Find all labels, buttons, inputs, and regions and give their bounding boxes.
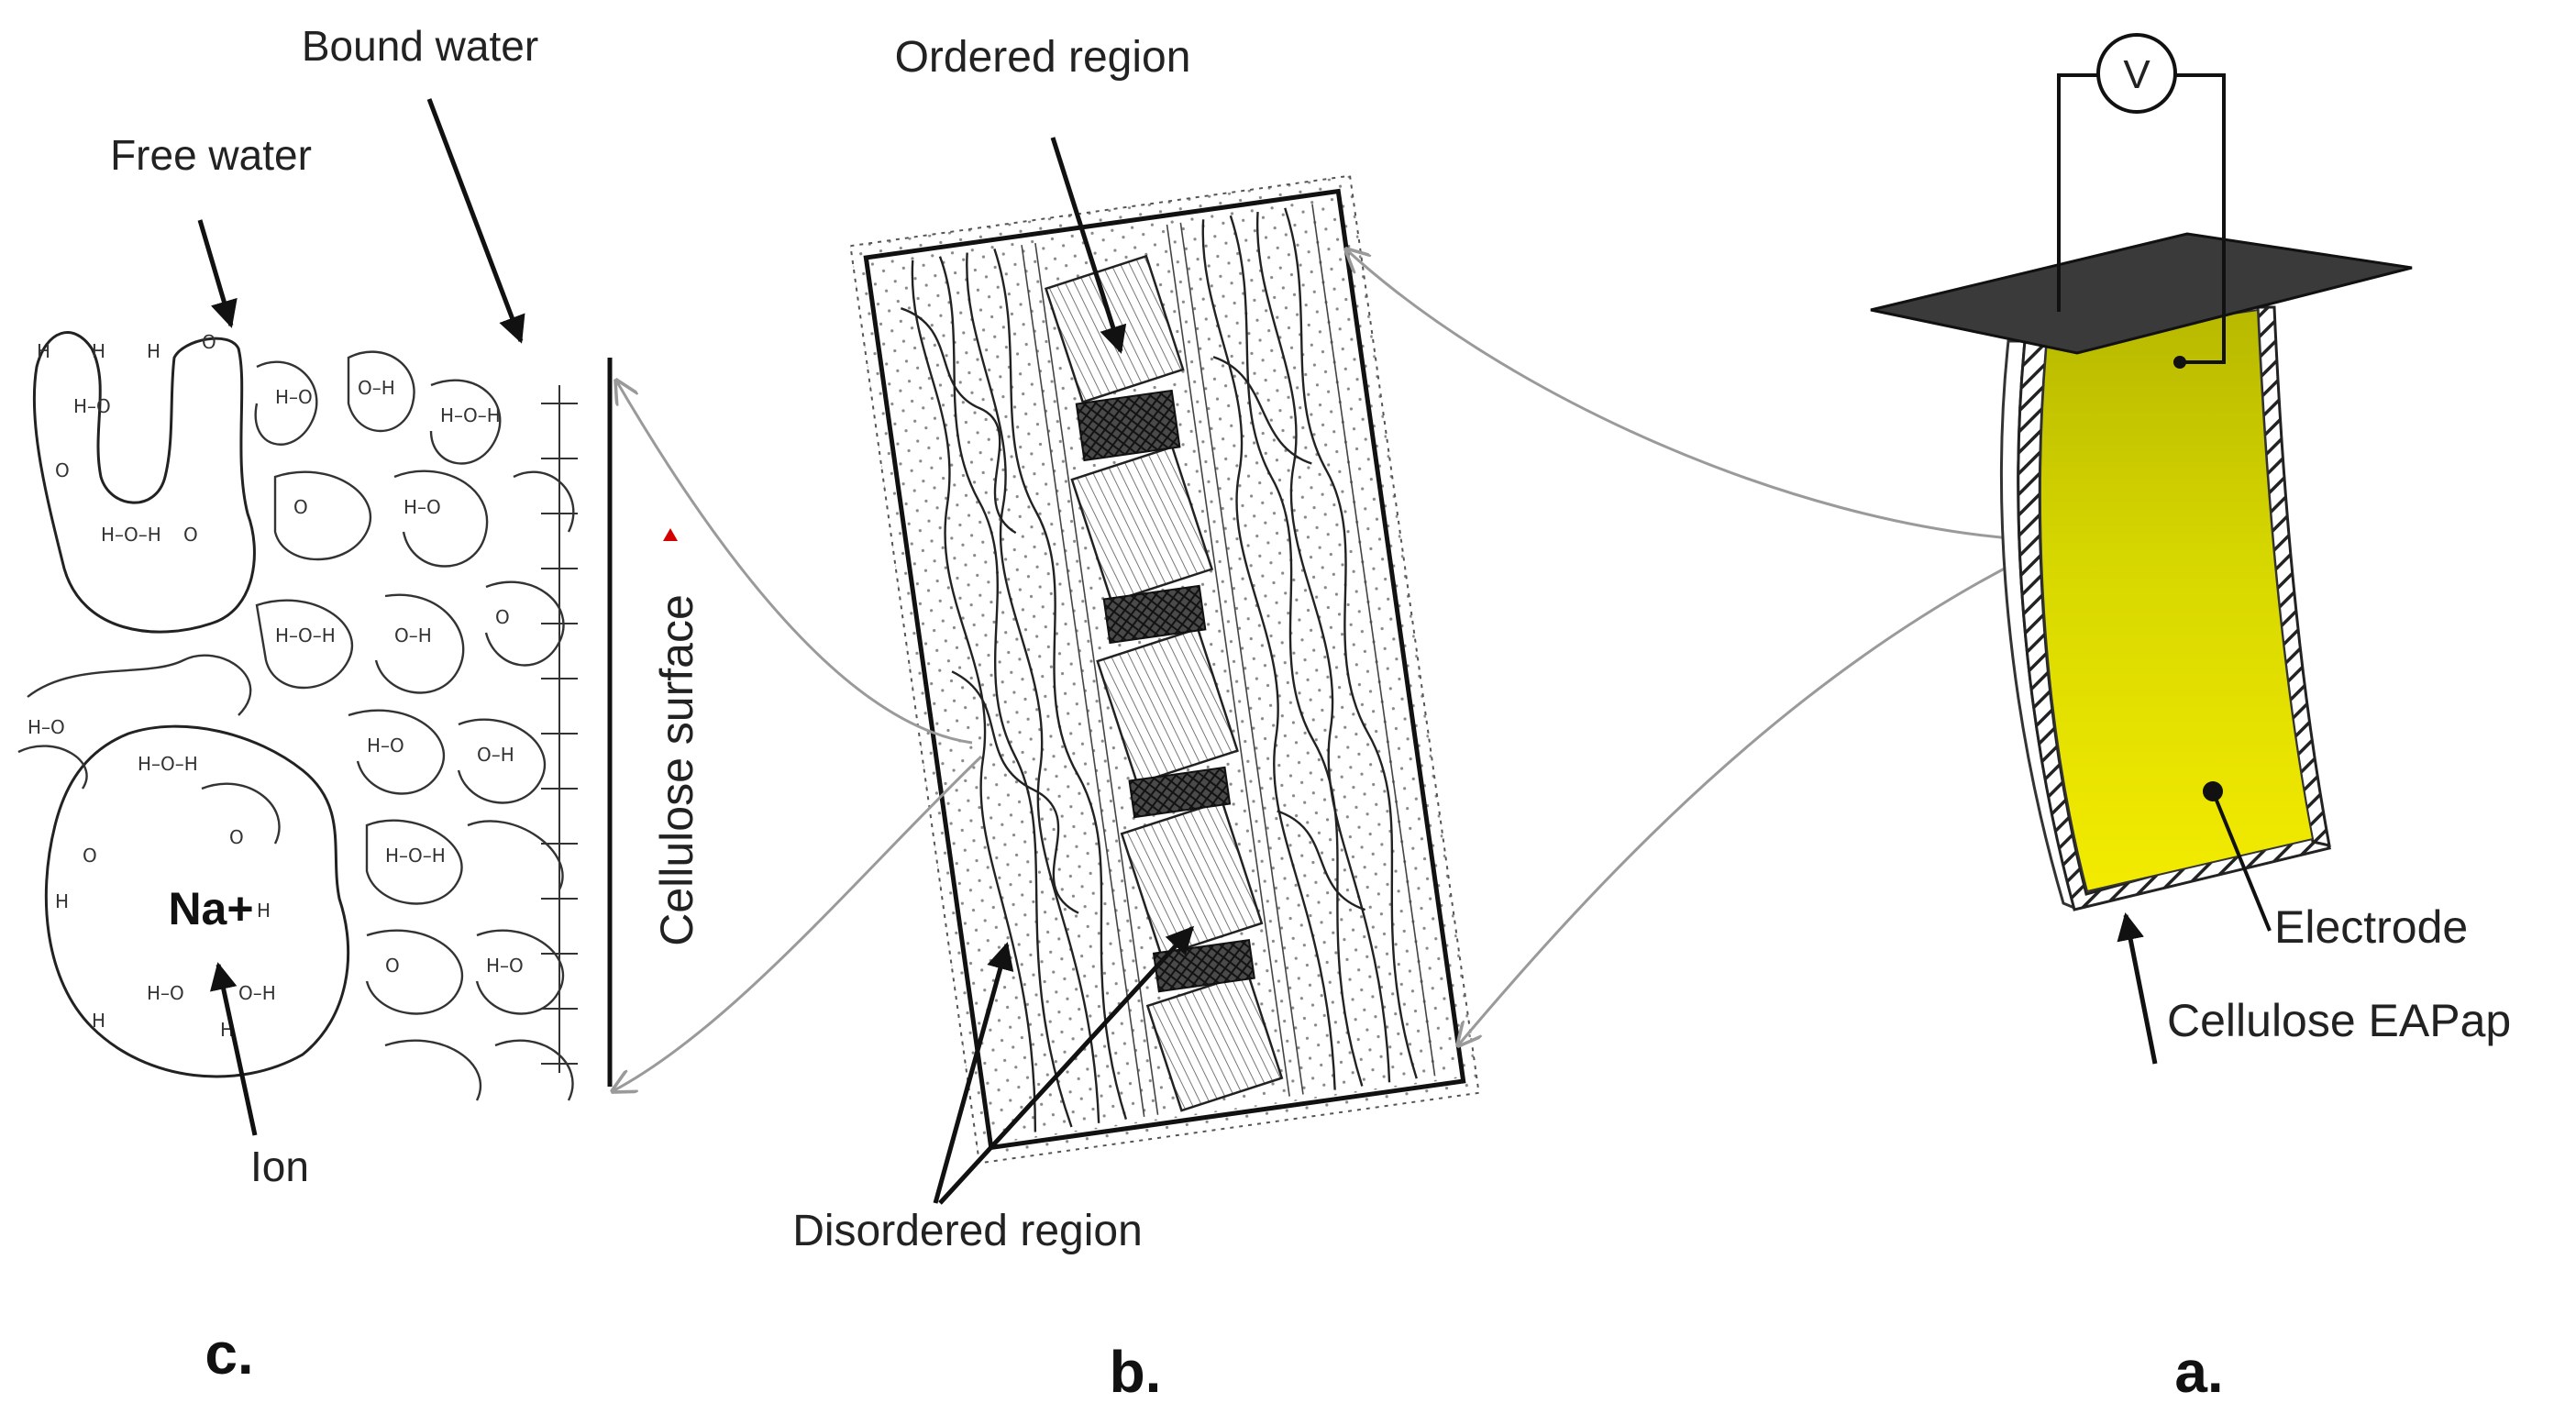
eapap-paper (2039, 308, 2315, 893)
svg-text:H–O–H: H–O–H (138, 753, 198, 775)
callout-arrow-b-to-c-bottom (613, 755, 983, 1091)
panel-b-letter: b. (1110, 1339, 1162, 1405)
svg-text:H–O–H: H–O–H (440, 404, 501, 426)
disordered-segment (1102, 584, 1207, 645)
svg-text:O: O (229, 826, 244, 848)
panel-b: Ordered region Disordered region b. (792, 33, 1480, 1405)
svg-text:H–O: H–O (28, 716, 65, 738)
disordered-region-pointer (933, 942, 1014, 1204)
ordered-blocks (1044, 254, 1284, 1112)
svg-text:H: H (257, 900, 271, 922)
svg-text:O: O (83, 845, 97, 867)
svg-text:H–O–H: H–O–H (385, 845, 446, 867)
eapap-pointer (2117, 912, 2158, 1065)
svg-text:O: O (183, 524, 198, 546)
electrode-leader (2211, 790, 2272, 932)
panel-a-letter: a. (2174, 1339, 2223, 1405)
svg-text:O–H: O–H (394, 624, 432, 646)
ordered-region-label: Ordered region (895, 33, 1191, 82)
ordered-region-pointer (1050, 137, 1127, 354)
panel-c: H H H O H–O O H–O–H O H–O O–H H–O–H O H–… (17, 22, 702, 1386)
svg-text:H–O: H–O (275, 386, 313, 408)
bound-water-contours (17, 350, 575, 1101)
callout-arrows (613, 249, 2023, 1091)
free-water-cluster (32, 331, 256, 634)
ordered-block (1096, 626, 1239, 785)
svg-text:H–O: H–O (147, 982, 184, 1004)
svg-text:H: H (147, 340, 160, 362)
svg-text:H–O: H–O (404, 496, 441, 518)
aligned-chains (1021, 204, 1436, 1117)
svg-text:O: O (495, 606, 510, 628)
free-water-pointer (197, 219, 238, 328)
svg-text:O: O (55, 459, 70, 481)
voltmeter-icon (2096, 33, 2177, 114)
ordered-block (1070, 445, 1214, 603)
ordered-block (1120, 800, 1264, 957)
svg-text:O: O (202, 331, 216, 353)
ion-symbol-label: Na+ (168, 883, 253, 934)
svg-text:H–O: H–O (73, 395, 111, 417)
svg-text:O–H: O–H (238, 982, 276, 1004)
svg-text:O–H: O–H (358, 377, 395, 399)
ion-hydration-shell (44, 724, 350, 1078)
svg-text:H–O–H: H–O–H (275, 624, 336, 646)
circuit-wires (2057, 73, 2226, 364)
bound-water-label: Bound water (302, 22, 538, 70)
svg-text:O–H: O–H (477, 744, 514, 766)
callout-arrow-a-to-b-top (1346, 249, 2023, 541)
cellulose-surface-label: Cellulose surface (651, 594, 702, 946)
surface-marker-icon (663, 528, 678, 541)
wire-contact-dot (2173, 356, 2186, 369)
svg-text:H–O: H–O (367, 735, 404, 757)
water-molecules: H H H O H–O O H–O–H O H–O O–H H–O–H O H–… (28, 331, 524, 1041)
panel-a: V Electrode Cellulose EAPap a. (1870, 33, 2511, 1405)
voltmeter-symbol: V (2123, 52, 2150, 97)
svg-text:H: H (92, 1010, 105, 1032)
bound-water-pointer (426, 98, 525, 344)
disordered-segment (1128, 766, 1232, 819)
disordered-chains (901, 207, 1418, 1132)
svg-text:H–O: H–O (486, 955, 524, 977)
ion-pointer (210, 962, 258, 1136)
ion-label: Ion (250, 1143, 309, 1190)
disordered-region-label: Disordered region (792, 1207, 1143, 1255)
svg-text:H: H (37, 340, 50, 362)
callout-arrow-b-to-c-top (616, 381, 973, 745)
ordered-block (1145, 971, 1284, 1112)
cellulose-hydroxyl-chain (541, 385, 578, 1073)
disordered-region-pointer (938, 925, 1195, 1205)
panel-c-letter: c. (205, 1320, 253, 1386)
svg-text:H: H (55, 890, 69, 912)
free-water-label: Free water (110, 131, 312, 179)
eapap-label: Cellulose EAPap (2167, 995, 2511, 1046)
electrode-label: Electrode (2274, 901, 2468, 953)
electrode-clamp-plate (1870, 232, 2413, 355)
svg-text:O: O (293, 496, 308, 518)
disordered-segment (1075, 389, 1181, 462)
callout-arrow-a-to-b-bottom (1458, 558, 2023, 1045)
svg-text:H: H (92, 340, 105, 362)
svg-text:O: O (385, 955, 400, 977)
svg-text:H–O–H: H–O–H (101, 524, 161, 546)
